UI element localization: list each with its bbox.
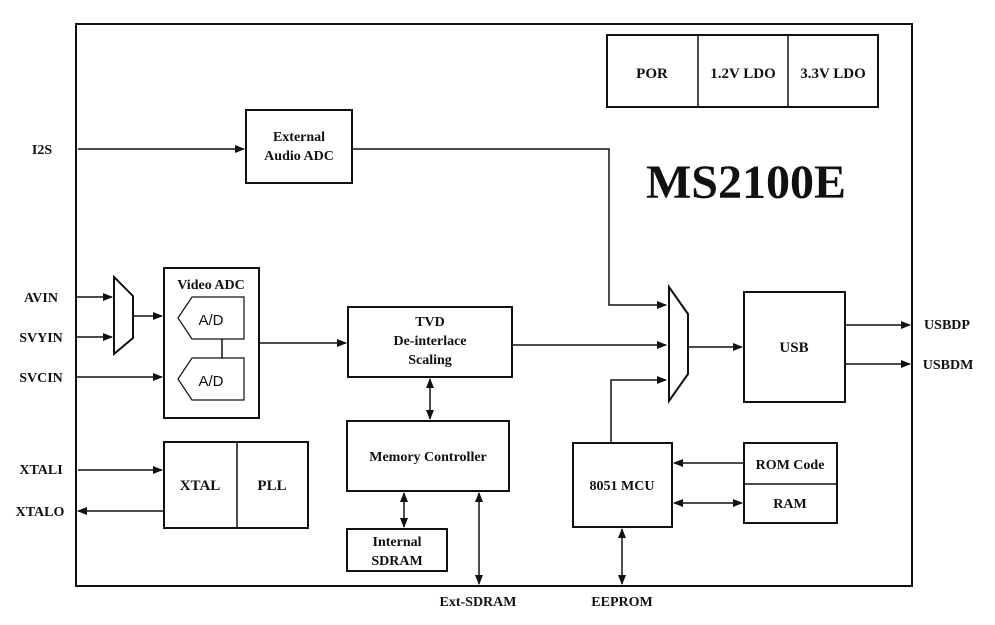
audio-adc-block [245, 109, 353, 184]
pll-label: PLL [257, 478, 286, 494]
usbdp-label: USBDP [924, 318, 970, 333]
tvd-label-3: Scaling [408, 353, 452, 368]
tvd-label-1: TVD [415, 315, 445, 330]
ad-converter-2 [177, 357, 245, 401]
usbdm-label: USBDM [923, 358, 974, 373]
xtalo-label: XTALO [16, 505, 65, 520]
memory-controller-block [346, 420, 510, 492]
internal-sdram-block [346, 528, 448, 572]
clock-block [163, 441, 309, 529]
svcin-label: SVCIN [19, 371, 63, 386]
rom-code-label: ROM Code [756, 458, 825, 473]
internal-sdram-label-1: Internal [373, 535, 422, 550]
audio-to-mux-arrow [352, 148, 667, 309]
ram-label: RAM [773, 497, 806, 512]
usb-block [743, 291, 846, 403]
connectors [75, 145, 911, 585]
usb-label: USB [779, 340, 808, 356]
input-mux [113, 274, 134, 357]
por-label: POR [636, 66, 668, 82]
audio-adc-label-1: External [273, 130, 325, 145]
chip-title: MS2100E [646, 156, 846, 209]
i2s-label: I2S [32, 143, 52, 158]
eeprom-label: EEPROM [591, 595, 652, 610]
mcu-block [572, 442, 673, 528]
svyin-label: SVYIN [19, 331, 63, 346]
ext-sdram-label: Ext-SDRAM [440, 595, 517, 610]
video-adc-title: Video ADC [177, 278, 245, 293]
tvd-label-2: De-interlace [393, 334, 466, 349]
mcu-to-mux-arrow [610, 376, 667, 443]
xtal-label: XTAL [180, 478, 221, 494]
ad-converter-1 [177, 296, 245, 340]
ad-converter-1-label: A/D [198, 312, 223, 329]
rom-ram-block [743, 442, 838, 524]
audio-adc-label-2: Audio ADC [264, 149, 334, 164]
ad-converter-2-label: A/D [198, 373, 223, 390]
power-block-outline [606, 34, 879, 108]
tvd-block [347, 306, 513, 378]
ldo-1v2-label: 1.2V LDO [710, 66, 776, 82]
mcu-label: 8051 MCU [590, 479, 655, 494]
xtali-label: XTALI [19, 463, 62, 478]
avin-label: AVIN [24, 291, 58, 306]
output-mux [668, 283, 689, 405]
chip-outline [75, 23, 913, 587]
ldo-3v3-label: 3.3V LDO [800, 66, 866, 82]
power-blocks: POR 1.2V LDO 3.3V LDO [606, 34, 879, 108]
internal-sdram-label-2: SDRAM [371, 554, 422, 569]
memory-controller-label: Memory Controller [369, 450, 487, 465]
